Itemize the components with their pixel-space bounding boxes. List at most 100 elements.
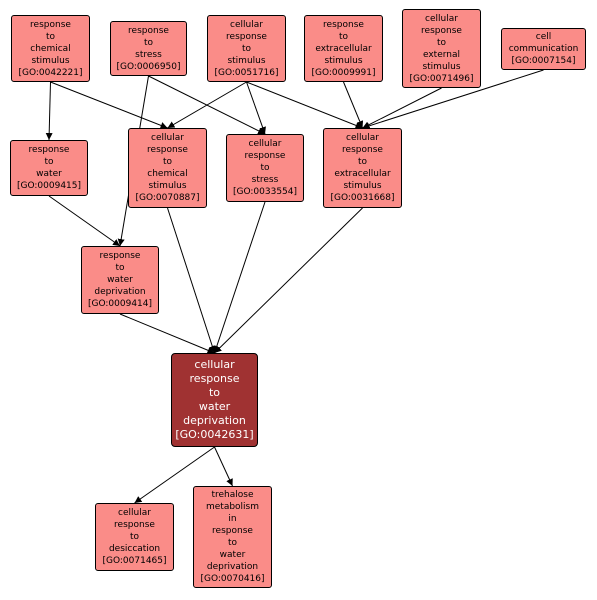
- node-label-line: cell: [535, 32, 552, 42]
- node-label-line: water: [198, 400, 231, 413]
- node-label-line: to: [162, 157, 173, 167]
- node-label-line: deprivation: [183, 414, 246, 427]
- node-label-line: chemical: [147, 169, 188, 179]
- node-label-line: [GO:0042631]: [175, 428, 254, 441]
- node-label-line: deprivation: [206, 562, 259, 572]
- node-go0070887[interactable]: cellular response to chemical stimulus [GO:00…: [128, 128, 207, 208]
- node-label-line: response: [99, 251, 141, 261]
- node-label-line: trehalose: [211, 490, 254, 500]
- node-go0007154[interactable]: cell communication [GO:0007154]: [501, 28, 586, 70]
- edge-go0033554-to-go0042631: [213, 201, 266, 354]
- edge-go0009414-to-go0042631: [119, 313, 215, 354]
- node-label-line: [GO:0009415]: [16, 181, 82, 191]
- node-label-line: stress: [251, 175, 279, 185]
- edge-go0051716-to-go0033554: [246, 81, 266, 135]
- node-go0009414[interactable]: response to water deprivation [GO:0009414]: [81, 246, 159, 314]
- node-label-line: water: [219, 550, 246, 560]
- node-label-line: stimulus: [31, 55, 70, 66]
- edge-go0042221-to-go0070887: [50, 81, 168, 129]
- edge-go0009991-to-go0031668: [343, 81, 364, 129]
- edge-go0007154-to-go0031668: [362, 69, 544, 130]
- node-label-line: stimulus: [227, 55, 266, 66]
- node-label-line: stimulus: [343, 181, 382, 191]
- node-label-line: cellular: [194, 358, 235, 371]
- node-label-line: to: [227, 538, 238, 548]
- node-label-line: response: [128, 25, 169, 36]
- node-label-line: cellular: [248, 139, 282, 149]
- edge-go0071496-to-go0031668: [362, 87, 442, 129]
- node-label-line: stimulus: [324, 55, 363, 66]
- node-label-line: [GO:0006950]: [116, 61, 181, 72]
- node-label-line: response: [28, 145, 70, 155]
- node-label-line: extracellular: [315, 43, 372, 54]
- node-label-line: to: [115, 263, 125, 273]
- edge-go0051716-to-go0031668: [246, 81, 363, 129]
- node-label-line: [GO:0070887]: [135, 193, 200, 203]
- edge-go0070887-to-go0042631: [167, 207, 216, 354]
- node-label-line: stimulus: [422, 61, 461, 72]
- node-label-line: cellular: [425, 13, 458, 24]
- edge-go0042221-to-go0009415: [45, 81, 53, 141]
- node-label-line: response: [212, 526, 253, 536]
- node-label-line: to: [129, 532, 140, 542]
- edge-go0051716-to-go0070887: [167, 81, 247, 129]
- node-label-line: metabolism: [205, 502, 260, 512]
- node-label-line: to: [357, 157, 368, 167]
- node-label-line: cellular: [118, 508, 151, 518]
- node-label-line: external: [422, 49, 461, 60]
- node-label-line: response: [421, 25, 462, 36]
- node-label-line: response: [30, 19, 71, 30]
- node-label-line: response: [342, 145, 383, 155]
- node-label-line: cellular: [151, 133, 184, 143]
- node-label-line: stress: [135, 49, 162, 60]
- node-label-line: chemical: [30, 43, 71, 54]
- node-label-line: to: [241, 43, 252, 54]
- node-label-line: [GO:0009414]: [87, 299, 153, 309]
- node-go0070416[interactable]: trehalose metabolism in response to water depr…: [193, 486, 272, 588]
- edge-go0009415-to-go0009414: [48, 195, 121, 247]
- node-label-line: to: [45, 31, 56, 42]
- node-label-line: [GO:0071465]: [102, 556, 167, 566]
- node-label-line: response: [114, 520, 155, 530]
- node-label-line: to: [260, 163, 270, 173]
- node-label-line: water: [36, 169, 62, 179]
- node-label-line: in: [228, 514, 237, 524]
- edge-go0031668-to-go0042631: [214, 207, 363, 354]
- node-label-line: [GO:0071496]: [409, 73, 474, 84]
- node-label-line: water: [107, 275, 133, 285]
- node-label-line: response: [226, 31, 267, 42]
- node-label-line: [GO:0007154]: [511, 56, 576, 66]
- edge-go0042631-to-go0070416: [214, 446, 233, 487]
- node-label-line: response: [189, 372, 240, 385]
- node-go0071465[interactable]: cellular response to desiccation [GO:0071465…: [95, 503, 174, 571]
- node-label-line: [GO:0009991]: [311, 67, 376, 78]
- node-label-line: response: [244, 151, 286, 161]
- node-label-line: cellular: [230, 19, 263, 30]
- node-label-line: cellular: [346, 133, 379, 143]
- node-label-line: [GO:0033554]: [232, 187, 298, 197]
- node-label-line: extracellular: [334, 169, 391, 179]
- node-label-line: [GO:0042221]: [18, 67, 83, 78]
- node-label-line: response: [147, 145, 188, 155]
- node-go0031668[interactable]: cellular response to extracellular stimulus […: [323, 128, 402, 208]
- node-label-line: [GO:0070416]: [200, 574, 265, 584]
- node-label-line: communication: [508, 44, 579, 54]
- node-label-line: to: [143, 37, 154, 48]
- node-label-line: deprivation: [94, 287, 146, 297]
- node-label-line: to: [338, 31, 349, 42]
- node-label-line: desiccation: [108, 544, 161, 554]
- node-label-line: response: [323, 19, 364, 30]
- node-label-line: [GO:0031668]: [330, 193, 395, 203]
- node-go0033554[interactable]: cellular response to stress [GO:0033554]: [226, 134, 304, 202]
- node-label-line: stimulus: [148, 181, 187, 191]
- node-label-line: to: [208, 386, 221, 399]
